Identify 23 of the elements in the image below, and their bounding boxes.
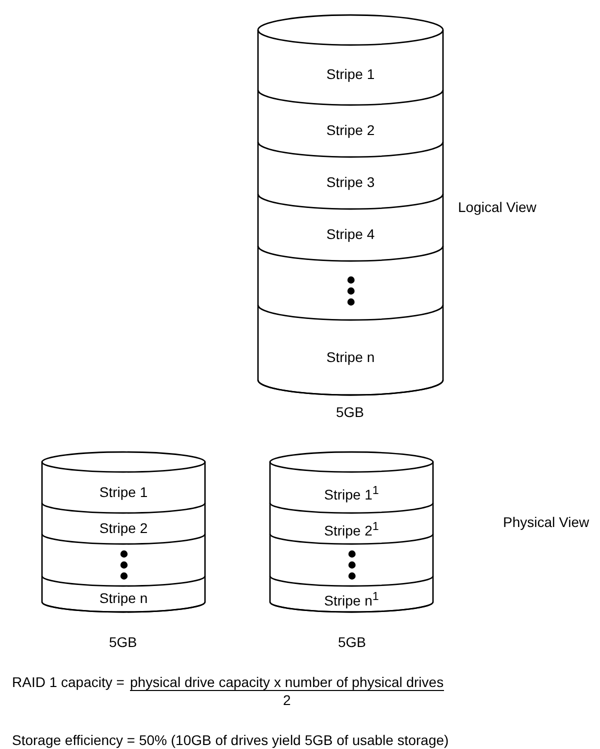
formula-denominator: 2 xyxy=(283,692,291,708)
stripe-label: Stripe 2 xyxy=(98,520,149,536)
view-label: Logical View xyxy=(458,199,536,215)
formula-numerator: physical drive capacity x number of physical drives xyxy=(130,674,444,691)
stripe-label: Stripe 4 xyxy=(325,226,376,242)
capacity-label: 5GB xyxy=(334,404,365,420)
stripe-label: Stripe 2 xyxy=(325,122,376,138)
view-label: Physical View xyxy=(503,514,590,530)
stripe-label: Stripe 3 xyxy=(325,174,376,190)
stripe-label: Stripe 1 xyxy=(325,66,376,82)
stripe-label: Stripe 2$^{1}$ xyxy=(323,520,380,538)
capacity-label: 5GB xyxy=(108,634,138,650)
disk-cylinder xyxy=(258,15,443,395)
disk-cylinder xyxy=(42,452,205,612)
capacity-label: 5GB xyxy=(336,634,367,650)
stripe-label: Stripe 1$^{1}$ xyxy=(323,484,380,502)
stripe-label: Stripe 1 xyxy=(98,484,149,500)
disk-cylinder xyxy=(270,452,433,612)
stripe-label: Stripe n xyxy=(325,348,376,364)
formula-text: RAID 1 capacity = xyxy=(12,674,124,690)
stripe-label: Stripe n xyxy=(98,590,149,606)
stripe-label: Stripe n$^{1}$ xyxy=(323,590,380,609)
efficiency-note: Storage efficiency = 50% (10GB of drives yield 5GB of usable storage) xyxy=(12,732,449,748)
